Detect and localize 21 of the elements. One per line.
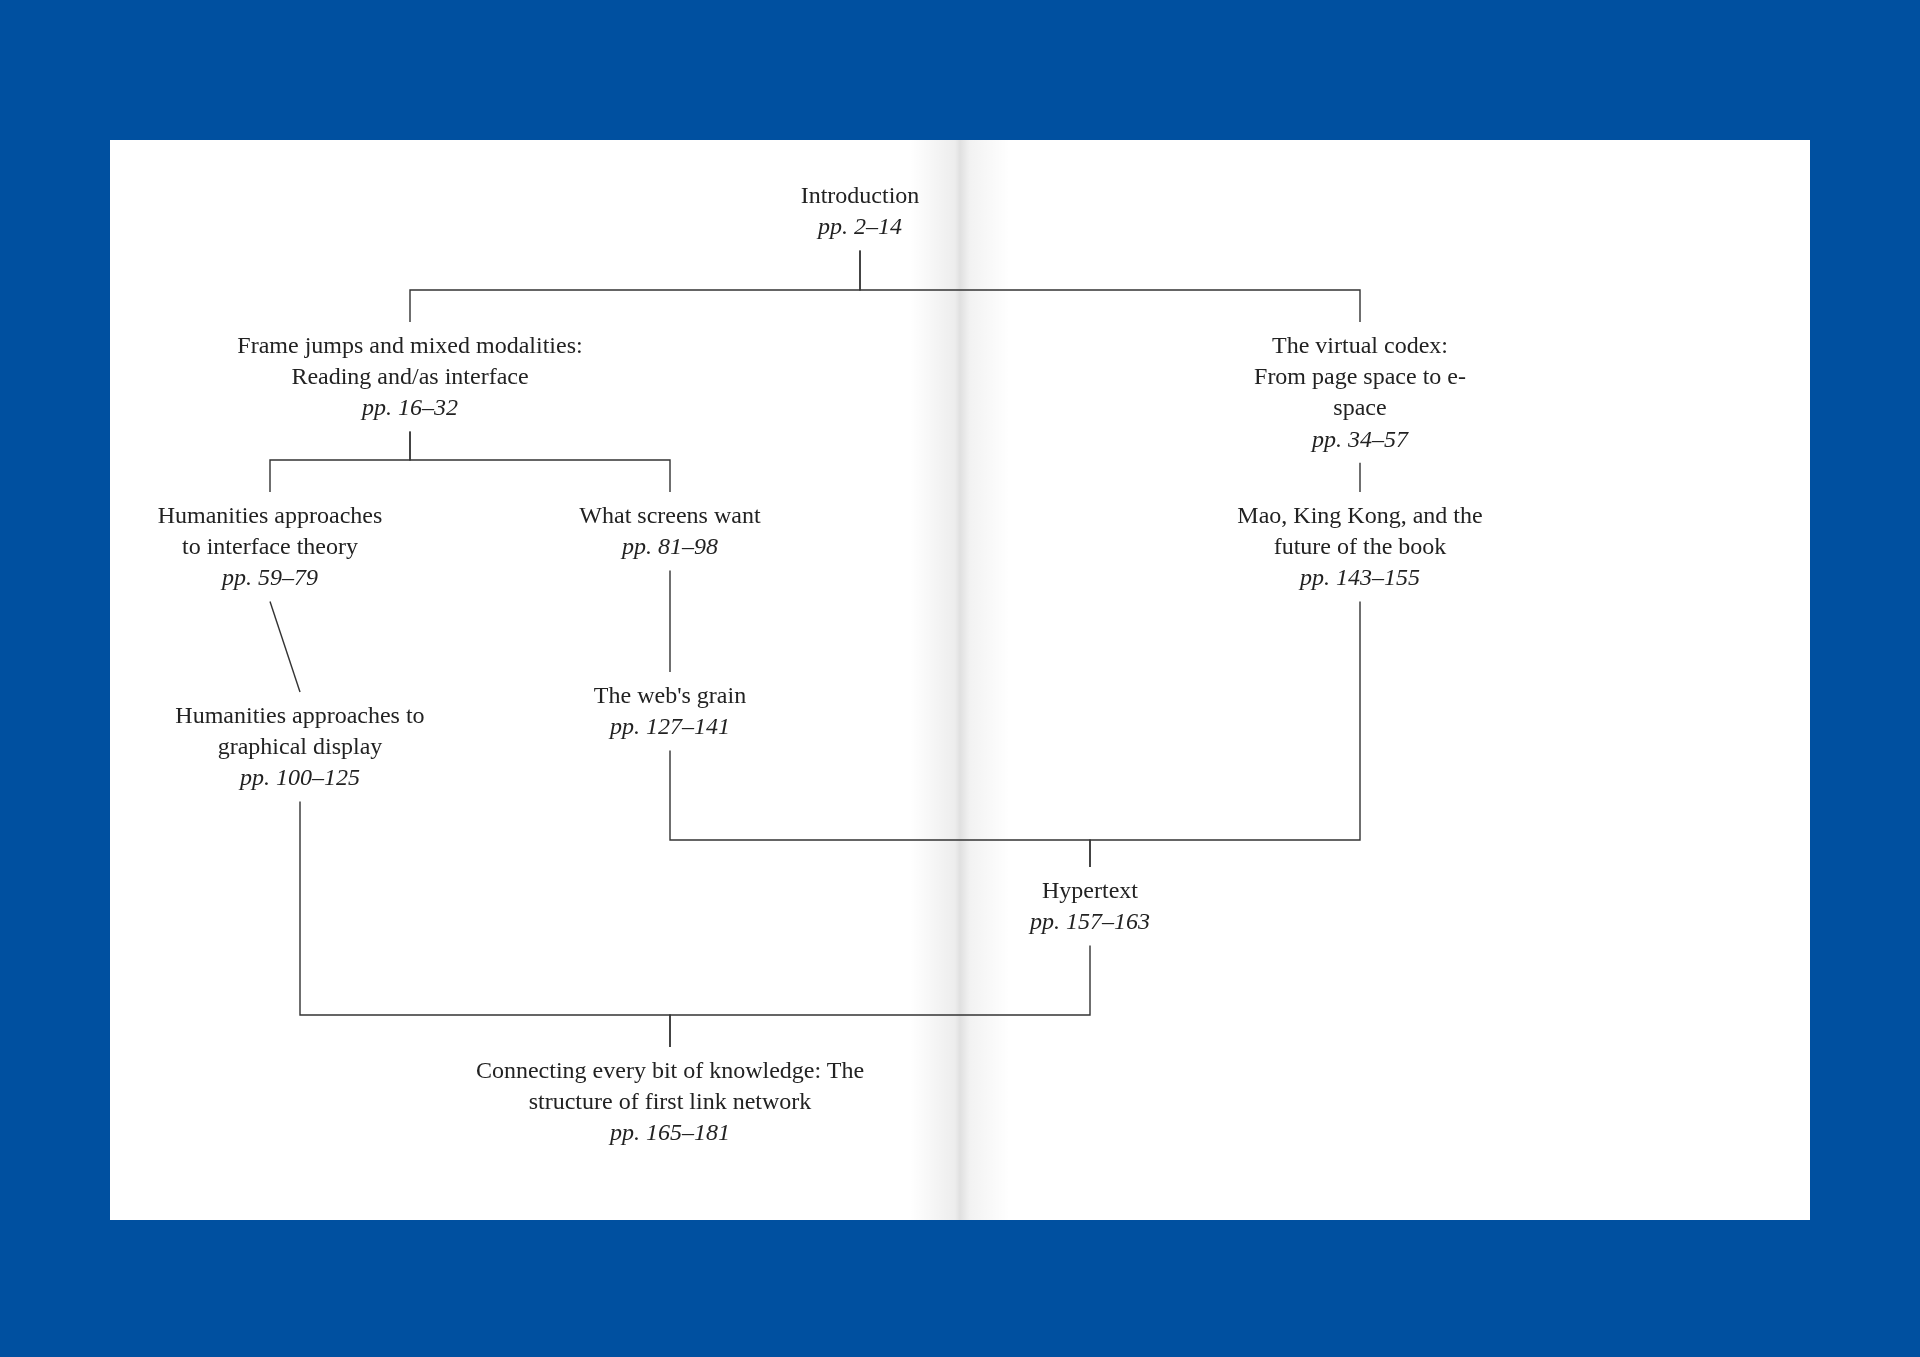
connector-line bbox=[669, 944, 1091, 1048]
page-range: pp. 100–125 bbox=[237, 763, 361, 793]
chapter-title: The web's grain bbox=[592, 681, 748, 710]
chapter-title: What screens want bbox=[578, 501, 762, 530]
connector-line bbox=[1089, 600, 1361, 868]
page-range: pp. 143–155 bbox=[1297, 563, 1421, 593]
page-range: pp. 59–79 bbox=[219, 563, 319, 593]
connector-line bbox=[269, 600, 301, 693]
page-range: pp. 81–98 bbox=[619, 532, 719, 562]
page-range: pp. 157–163 bbox=[1027, 907, 1151, 937]
chapter-title: Hypertext bbox=[1041, 876, 1139, 905]
connector-line bbox=[669, 569, 671, 673]
page-range: pp. 2–14 bbox=[815, 212, 903, 242]
page-range: pp. 127–141 bbox=[607, 712, 731, 742]
page-range: pp. 16–32 bbox=[359, 393, 459, 423]
chapter-title: Introduction bbox=[799, 181, 921, 210]
page-range: pp. 34–57 bbox=[1309, 424, 1410, 454]
connector-line bbox=[409, 430, 671, 493]
connector-line bbox=[1359, 462, 1361, 493]
page-range: pp. 165–181 bbox=[607, 1118, 731, 1148]
connector-line bbox=[859, 249, 1361, 323]
